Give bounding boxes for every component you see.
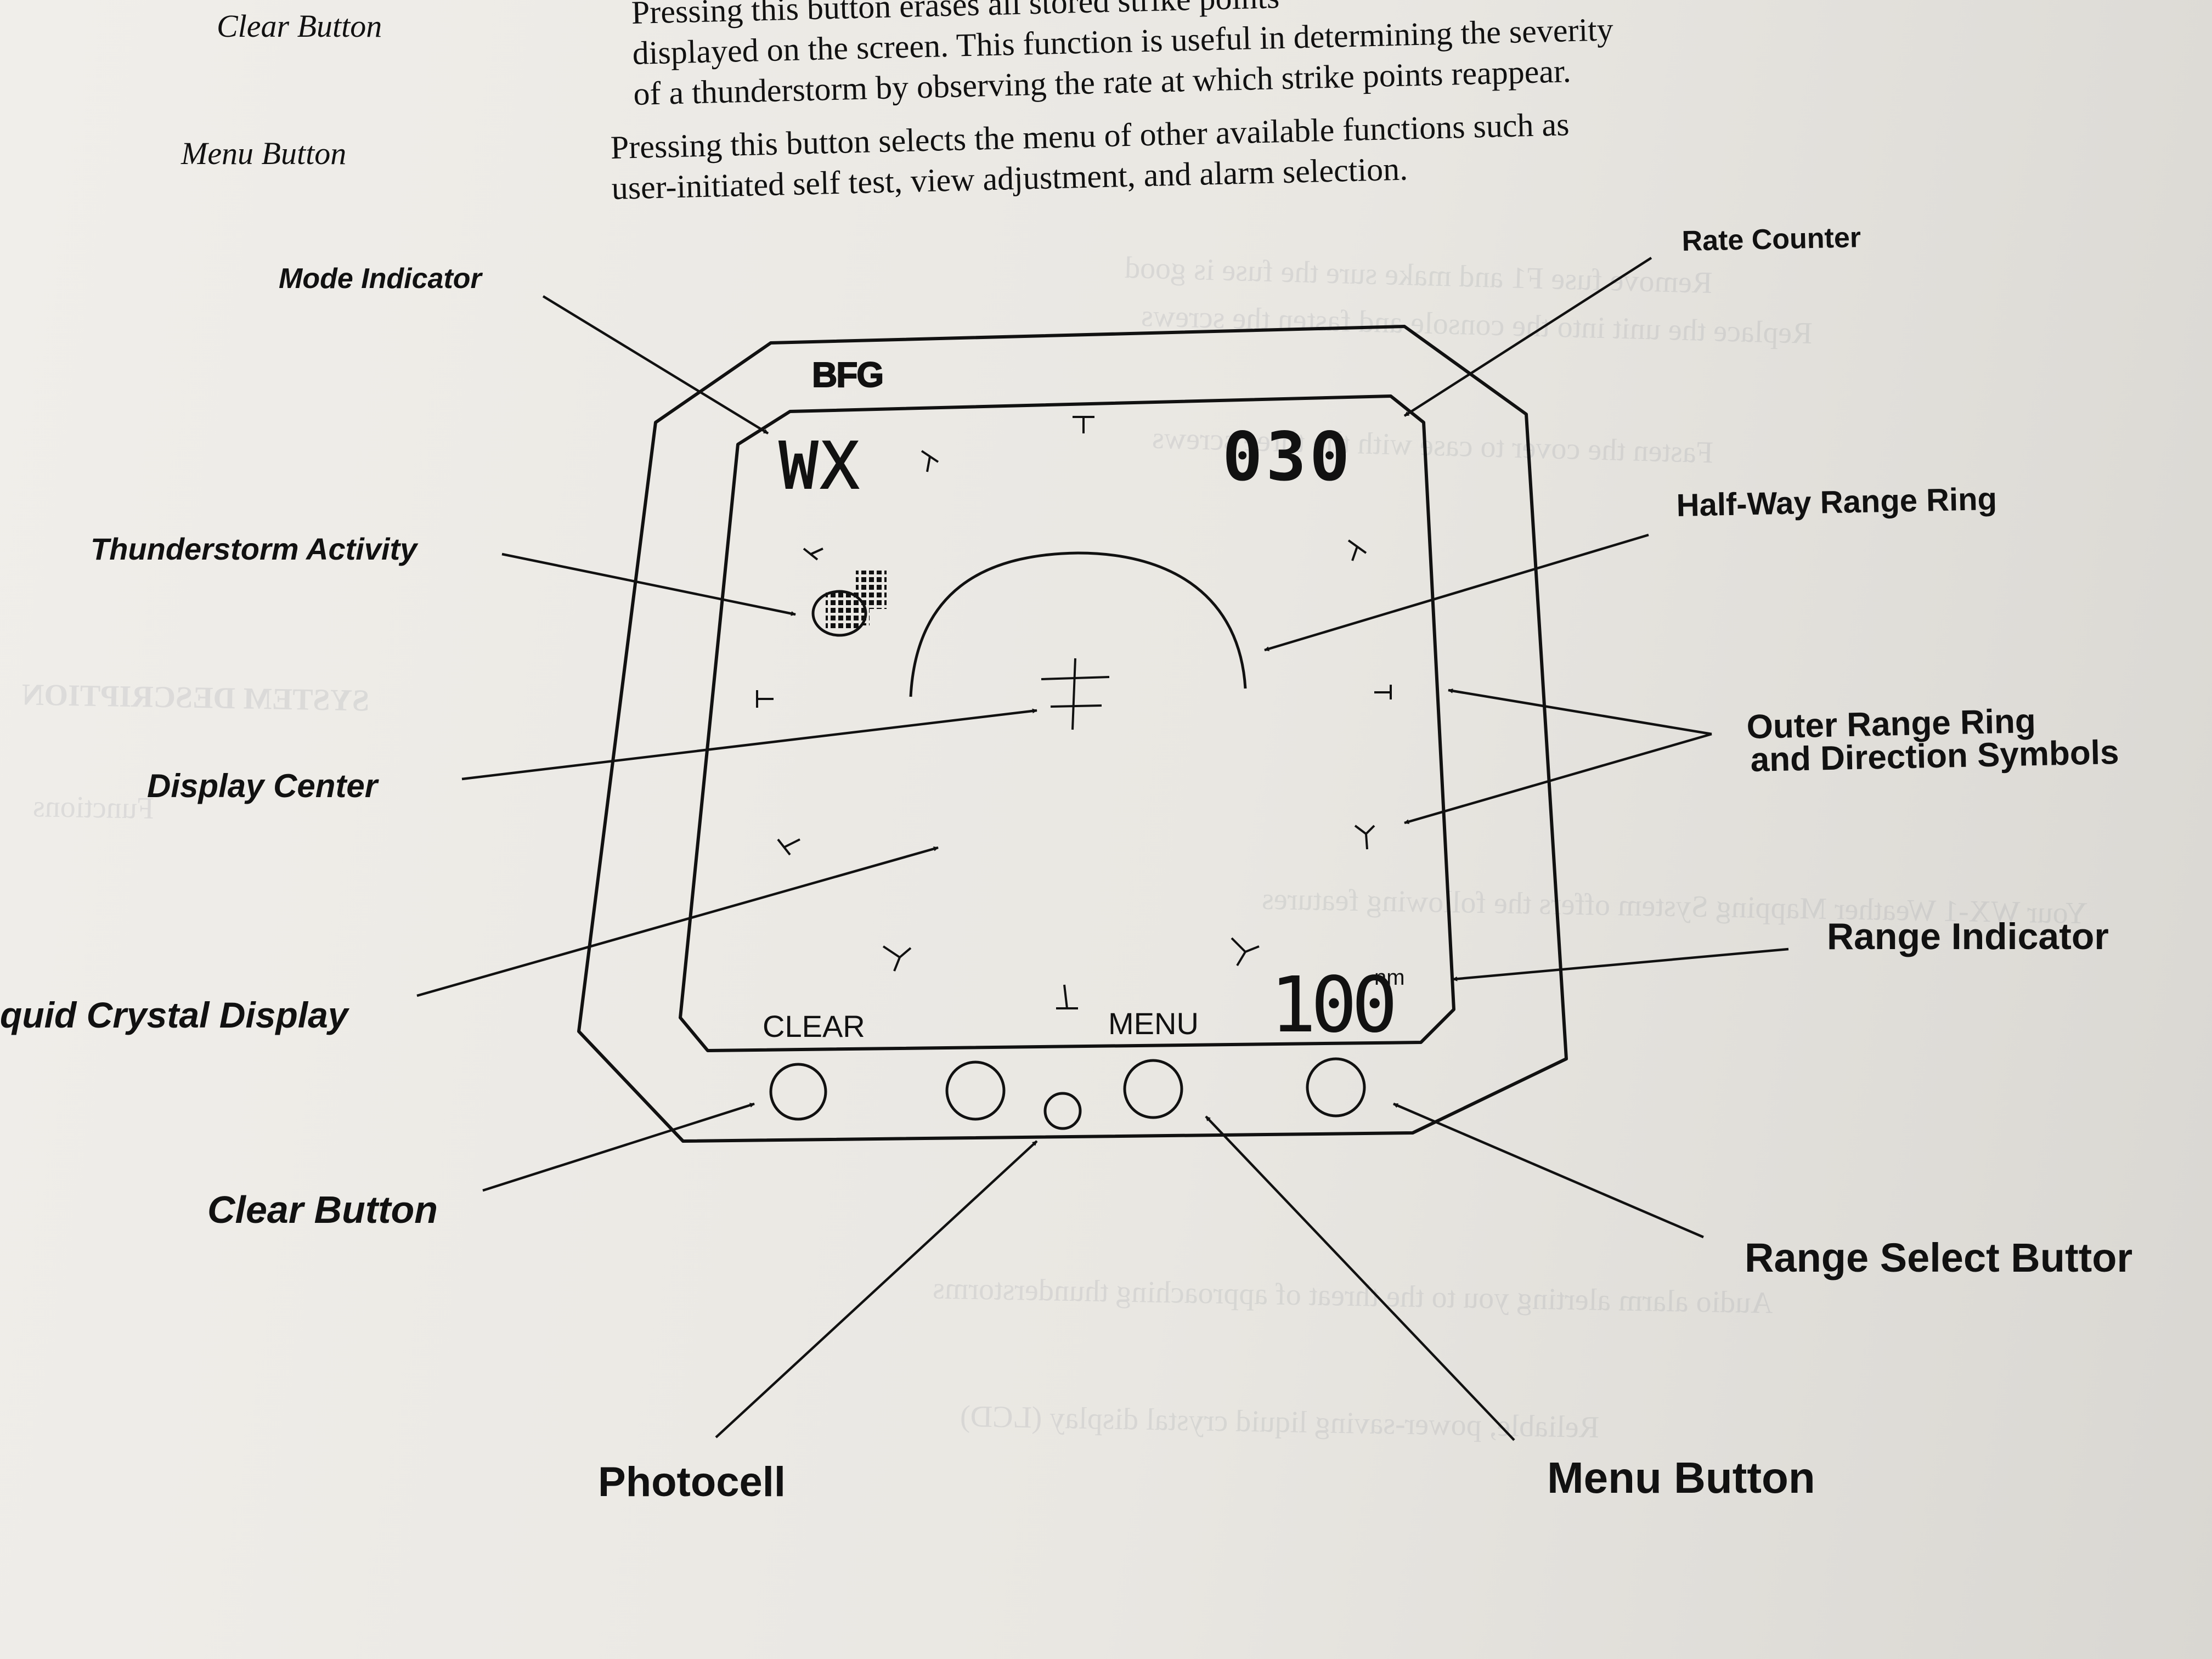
- menu-screen-label: MENU: [1108, 1006, 1199, 1041]
- range-select-button[interactable]: [1306, 1057, 1366, 1118]
- label-mode-indicator: Mode Indicator: [279, 263, 482, 295]
- leader-range-indicator: [1452, 947, 1789, 981]
- brand-logo: BFG: [812, 355, 883, 394]
- label-range-indicator: Range Indicator: [1827, 916, 2109, 957]
- display-center-crosshair: [1041, 658, 1110, 730]
- leader-half-way-range-ring: [1264, 533, 1649, 652]
- label-direction-symbols: and Direction Symbols: [1750, 733, 2120, 779]
- leader-outer-ring-1: [1448, 688, 1712, 736]
- label-menu-button: Menu Button: [1547, 1453, 1815, 1502]
- menu-button-heading: Menu Button: [181, 136, 347, 171]
- thunderstorm-activity-icon: [811, 571, 887, 637]
- leader-liquid-crystal-display: [416, 846, 939, 997]
- range-indicator-value: 100: [1270, 961, 1393, 1050]
- leader-range-select-button: [1393, 1102, 1704, 1239]
- label-liquid-crystal-display: quid Crystal Display: [0, 995, 348, 1035]
- device-case: [577, 325, 1568, 1143]
- unlabeled-button[interactable]: [945, 1060, 1006, 1121]
- lcd-screen: [679, 394, 1455, 1052]
- direction-symbols: [756, 416, 1392, 1009]
- range-indicator-unit: nm: [1374, 966, 1405, 990]
- leader-mode-indicator: [542, 295, 769, 435]
- leader-display-center: [461, 708, 1037, 781]
- leader-photocell: [715, 1140, 1038, 1438]
- label-clear-button: Clear Button: [207, 1188, 438, 1231]
- rate-counter: 030: [1222, 418, 1353, 496]
- clear-button[interactable]: [769, 1063, 827, 1121]
- label-half-way-range-ring: Half-Way Range Ring: [1676, 481, 1997, 523]
- leader-thunderstorm-activity: [501, 552, 796, 616]
- label-photocell: Photocell: [598, 1459, 786, 1505]
- label-thunderstorm-activity: Thunderstorm Activity: [91, 532, 417, 566]
- leader-clear-button: [482, 1102, 755, 1192]
- label-display-center: Display Center: [147, 768, 378, 804]
- clear-screen-label: CLEAR: [763, 1009, 865, 1043]
- clear-button-heading: Clear Button: [217, 8, 382, 44]
- half-way-range-ring: [909, 551, 1247, 697]
- label-range-select-button: Range Select Buttor: [1745, 1235, 2133, 1280]
- leader-menu-button: [1205, 1115, 1515, 1441]
- label-rate-counter: Rate Counter: [1681, 222, 1861, 257]
- leader-rate-counter: [1403, 257, 1652, 417]
- photocell: [1043, 1092, 1082, 1130]
- leader-outer-ring-2: [1404, 732, 1712, 825]
- menu-button[interactable]: [1123, 1059, 1183, 1119]
- mode-indicator: WX: [779, 428, 861, 504]
